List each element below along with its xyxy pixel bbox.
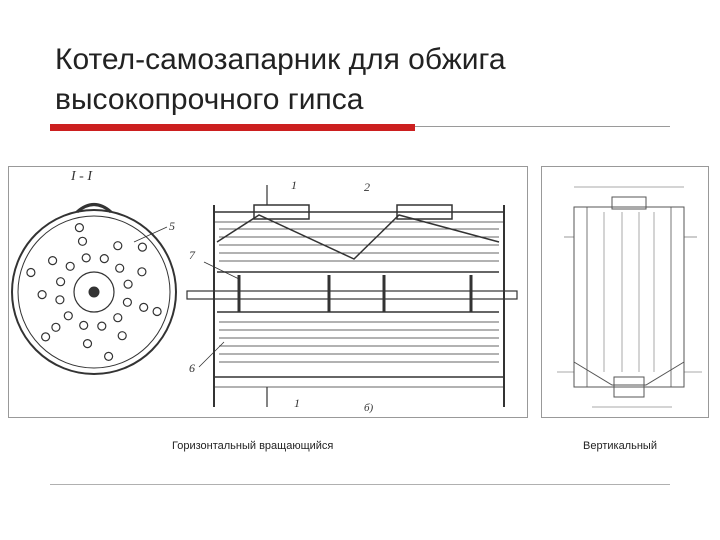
slide-title: Котел-самозапарник для обжига высокопроч… [55,43,506,116]
tube-hole [123,279,133,289]
vertical-boiler-drawing [557,186,702,408]
tube-hole [74,222,85,233]
horizontal-boiler-figure: I - I 5 1 2 1 [8,166,528,418]
callout-7: 7 [189,248,196,262]
tube-hole [55,295,65,305]
footer-rule [50,484,670,485]
tube-hole [51,322,61,332]
tube-hole [81,253,91,263]
section-label: I - I [70,169,93,184]
caption-horizontal: Горизонтальный вращающийся [172,440,334,452]
tube-hole [63,311,73,321]
tube-hole [103,351,114,361]
tube-hole [99,253,109,264]
heating-pipes [219,228,499,363]
tube-hole [26,267,36,278]
tube-hole [137,267,147,277]
tube-hole [65,261,75,271]
tube-hole [115,263,125,273]
caption-vertical: Вертикальный [583,440,657,452]
tube-hole [97,321,107,331]
cross-section-view [11,203,177,375]
tube-hole [77,236,88,246]
tube-hole [113,313,123,323]
longitudinal-view [186,185,518,407]
tube-holes [26,222,162,361]
callout-1-top: 1 [291,178,297,192]
callout-1-bottom: 1 [294,396,300,410]
title-accent-rule [50,124,415,131]
tube-hole [113,241,123,251]
tube-hole [152,306,162,317]
tube-hole [79,320,89,330]
tube-hole [47,255,58,266]
tube-hole [122,297,133,307]
tube-hole [37,289,47,300]
horizontal-boiler-drawing: I - I 5 1 2 1 [11,169,518,414]
tube-hole [82,339,93,349]
title-rule [415,126,670,127]
tube-hole [55,277,66,287]
tube-hole [137,242,147,252]
view-label-b: б) [364,402,374,414]
callout-5: 5 [169,219,175,233]
callout-6: 6 [189,361,195,375]
tube-hole [117,331,127,341]
tube-hole [40,332,51,342]
vertical-boiler-figure [541,166,709,418]
tube-hole [139,302,149,312]
callout-2: 2 [364,180,370,194]
